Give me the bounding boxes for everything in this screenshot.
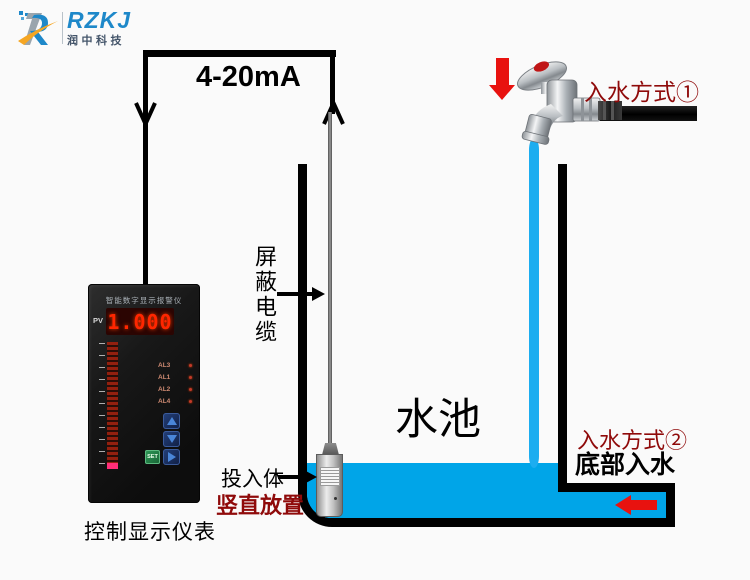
inlet-method-1-label: 入水方式① [584,79,699,105]
bargraph-scale-ticks [99,343,105,469]
pv-label: PV [93,316,104,325]
right-arrow-icon [167,452,176,462]
logo-brand-text: RZKJ [67,7,132,33]
sensor-cable-gland [322,443,339,455]
loop-left-wire [143,50,148,285]
cable-pointer-arrow [277,292,314,296]
inflow-arrow-down [496,58,509,85]
inflow-arrow-left [630,500,657,510]
up-arrow-icon [166,417,177,425]
water-pool-label: 水池 [395,396,481,444]
right-arrow-button[interactable] [163,449,180,465]
logo-divider [62,12,63,44]
logo-subtitle-text: 润中科技 [67,35,125,47]
inlet-pipe-right-cap [666,483,675,519]
inlet-method-2-label: 入水方式② [577,428,688,453]
alarm-label: AL2 [158,385,171,393]
tank-right-wall [558,164,567,483]
probe-orientation-label: 竖直放置 [216,493,305,518]
alarm-label: AL1 [158,373,171,381]
set-button[interactable]: SET [145,450,160,464]
instrument-title: 智能数字显示报警仪 [105,296,183,305]
logo-mark-icon [18,11,58,45]
bargraph-active-segment [107,463,118,469]
faucet-icon [517,61,622,145]
alarm-label: AL4 [158,397,171,405]
water-tank-outline [298,164,675,527]
loop-top-wire [143,50,336,57]
instrument-caption: 控制显示仪表 [84,521,216,544]
shielded-cable [328,112,332,445]
seven-segment-display: 1.000 [106,308,174,335]
probe-pointer-arrow [278,475,306,479]
supply-pipe [598,106,697,121]
alarm-label: AL3 [158,361,171,369]
down-arrow-button[interactable] [163,431,180,447]
probe-pointer-arrowhead [304,470,317,484]
display-alarm-instrument: 智能数字显示报警仪 PV 1.000 AL3 AL1 AL2 AL4 SET [88,284,200,503]
up-arrow-button[interactable] [163,413,180,429]
bottom-inlet-label: 底部入水 [575,451,676,479]
display-value: 1.000 [107,309,173,334]
alarm-led-icon [189,375,192,379]
alarm-indicator-row: AL4 [158,396,192,406]
chevron-up-icon [322,99,345,125]
inflow-arrow-left-head [615,495,631,515]
alarm-led-icon [189,363,192,367]
chevron-down-icon [134,102,157,128]
loop-right-wire [330,50,335,114]
alarm-led-icon [189,387,192,391]
probe-label: 投入体 [221,468,284,491]
shielded-cable-label: 屏蔽电缆 [252,245,277,345]
cable-pointer-arrowhead [312,287,325,301]
alarm-indicator-row: AL3 [158,360,192,370]
alarm-led-icon [189,399,192,403]
level-bargraph [107,342,118,469]
loop-current-label: 4-20mA [196,61,301,93]
inflow-arrow-down-head [489,85,515,100]
sensor-nameplate [320,467,340,486]
brand-logo: RZKJ 润中科技 [16,9,166,51]
inlet-pipe-top-border [558,483,675,492]
tank-water [307,463,558,518]
alarm-indicator-row: AL2 [158,384,192,394]
sensor-vent-hole [334,497,337,500]
alarm-indicator-row: AL1 [158,372,192,382]
falling-water-stream [529,138,539,468]
down-arrow-icon [166,435,177,443]
